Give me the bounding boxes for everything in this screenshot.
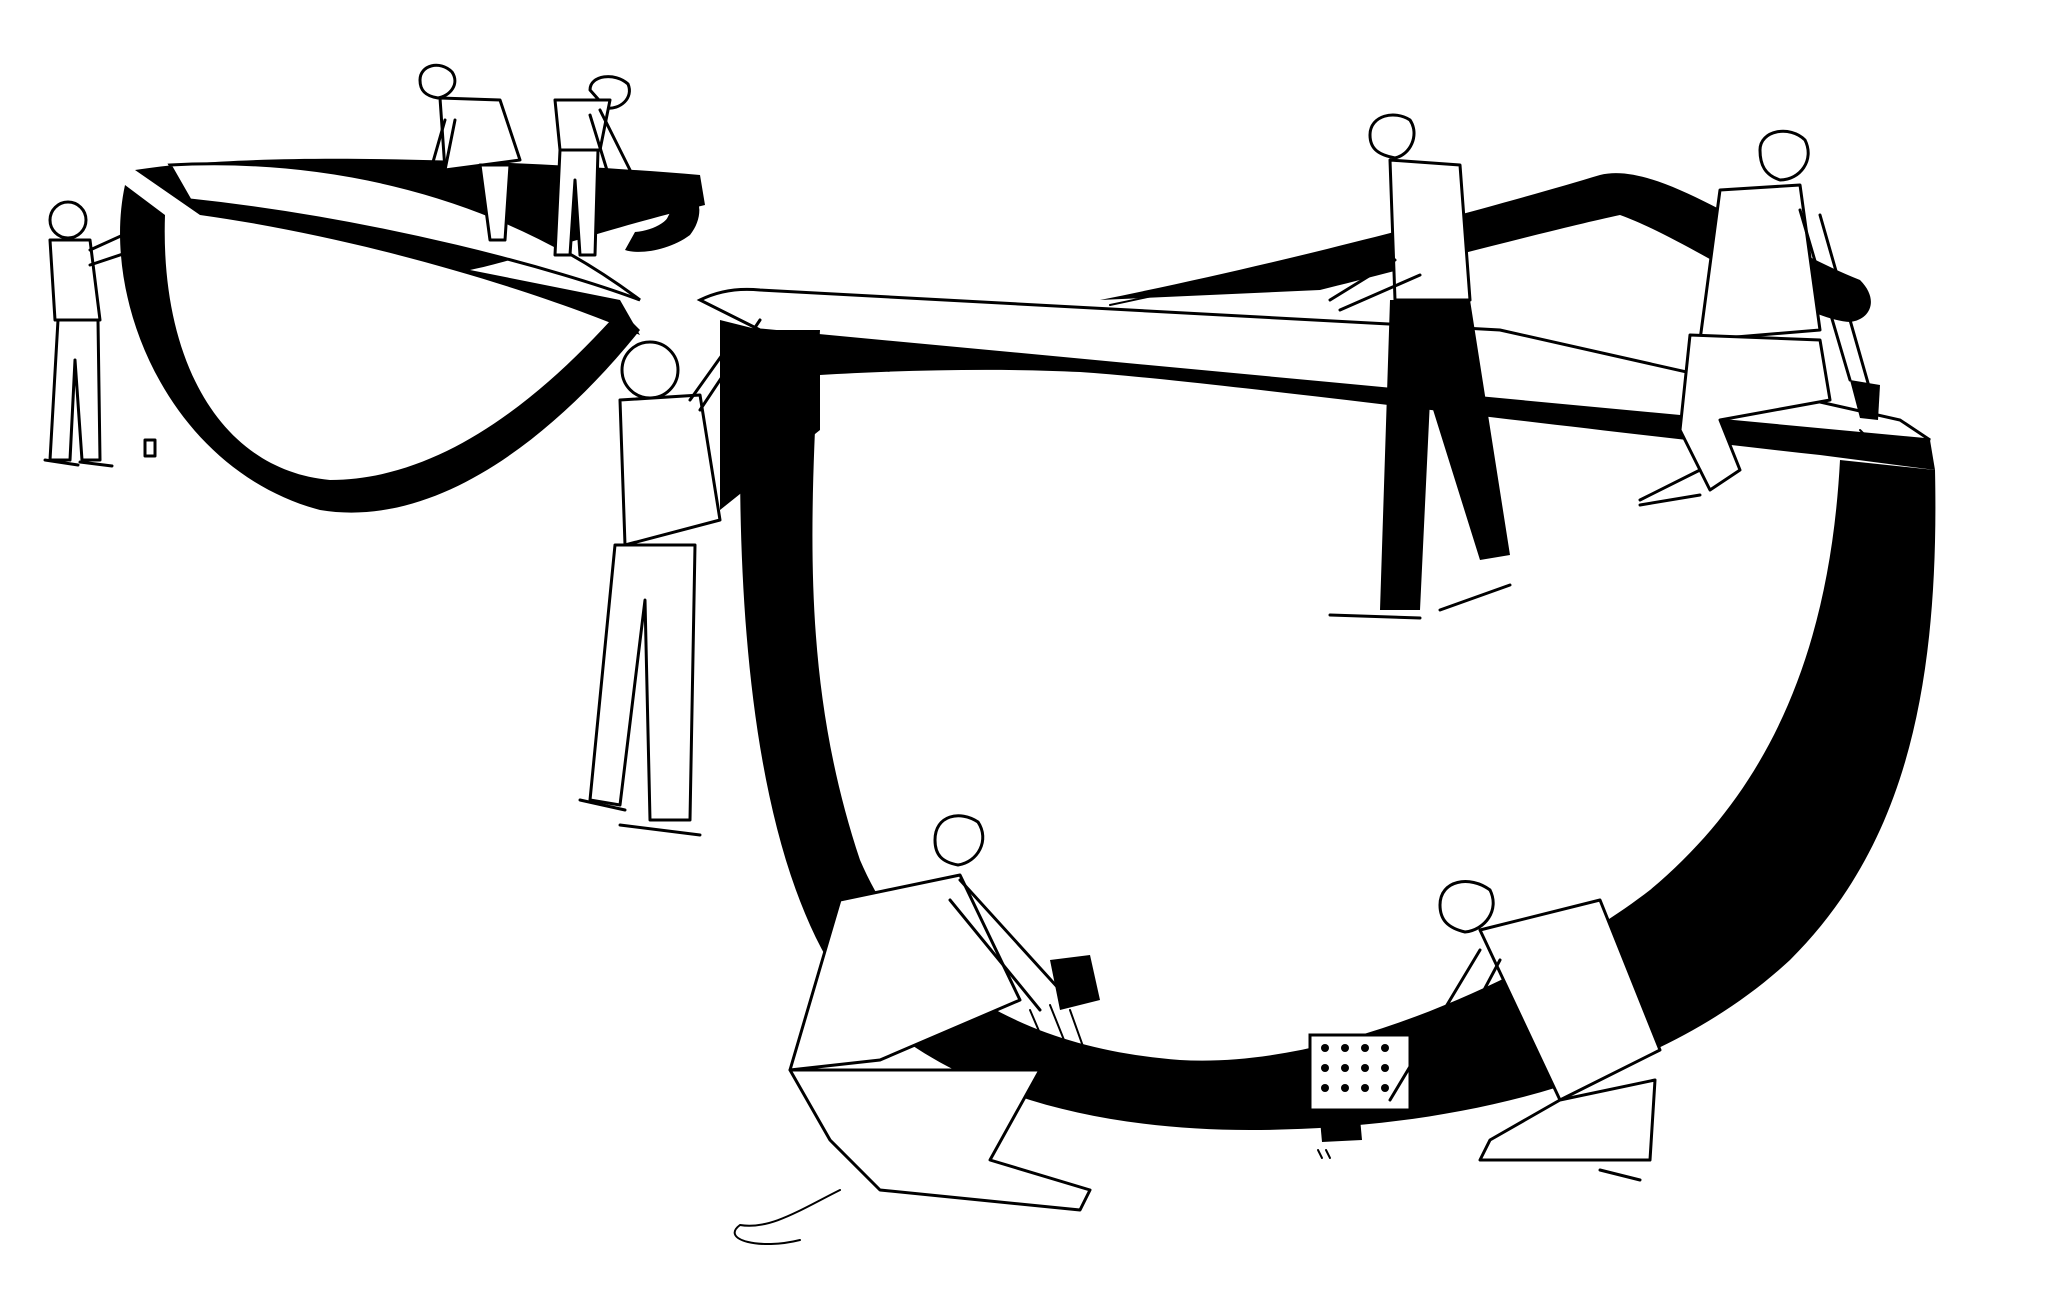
back-lens-frame <box>120 158 705 513</box>
worker-back-bar-right <box>553 75 632 257</box>
worker-far-left <box>43 200 157 468</box>
worker-crouching-riveting <box>1317 880 1662 1182</box>
front-lens-frame <box>696 173 1936 1130</box>
worker-pushing-front-lens <box>578 318 762 837</box>
worker-back-bar-left <box>418 63 522 242</box>
worker-crouching-with-sander <box>733 814 1100 1246</box>
worker-walking-on-bar <box>1328 113 1512 620</box>
worker-sitting-with-drill <box>1638 129 1880 507</box>
